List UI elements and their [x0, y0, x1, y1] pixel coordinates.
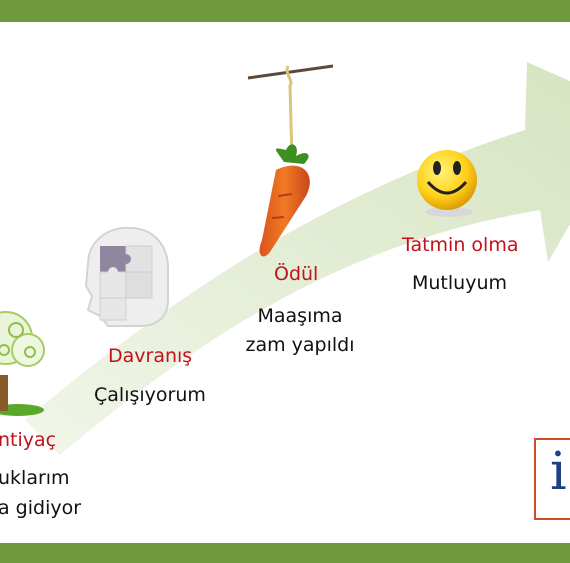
stage-odul-title: Ödül — [274, 263, 319, 285]
carrot-on-stick-icon — [247, 64, 334, 257]
bottom-frame-bar — [0, 543, 570, 563]
stage-davranis-line-1: Çalışıyorum — [94, 384, 206, 406]
progress-arrow — [25, 62, 570, 455]
stage-ihtiyac-line-1: uklarım — [0, 467, 70, 489]
tree-icon — [0, 311, 45, 416]
logo-text: i — [550, 442, 567, 502]
stage-ihtiyac-title: ntiyaç — [0, 429, 57, 451]
stage-ihtiyac-line-2: a gidiyor — [0, 497, 82, 519]
stage-tatmin-title: Tatmin olma — [402, 234, 519, 256]
stage-odul-line-2: zam yapıldı — [245, 334, 355, 356]
stage-tatmin-line-1: Mutluyum — [412, 272, 507, 294]
stage-odul-line-1: Maaşıma — [257, 305, 343, 327]
puzzle-head-icon — [84, 226, 169, 327]
smiley-icon — [417, 150, 477, 217]
logo: i — [534, 438, 570, 520]
top-frame-bar — [0, 0, 570, 22]
stage-davranis-title: Davranış — [108, 345, 193, 367]
